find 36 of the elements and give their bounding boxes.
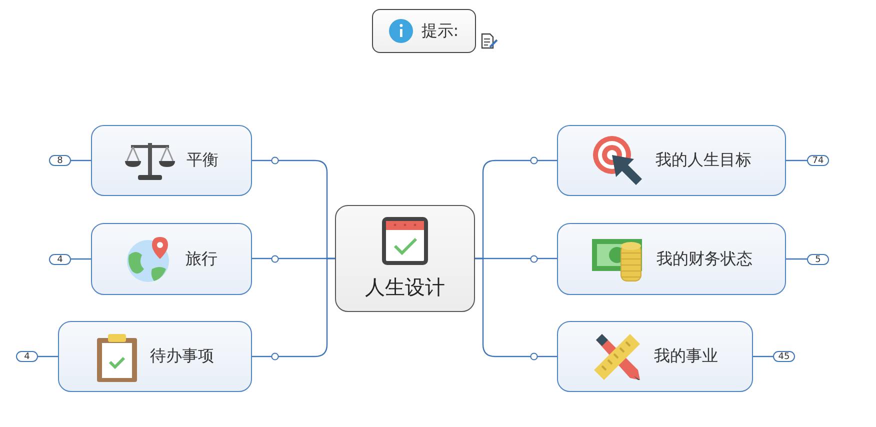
count-label: 4: [57, 254, 63, 264]
topic-label: 我的人生目标: [656, 150, 752, 171]
count-badge: [16, 351, 38, 362]
topic-box: [91, 125, 252, 196]
count-badge: [807, 155, 829, 166]
topic-label: 待办事项: [150, 346, 214, 367]
callout-label: 提示:: [421, 20, 459, 42]
count-badge: [49, 155, 71, 166]
count-badge: [773, 351, 795, 362]
topic-box: [557, 223, 786, 295]
callout-box: [372, 9, 476, 53]
topic-label: 旅行: [186, 248, 218, 270]
count-badge: [49, 254, 71, 265]
connector-line: [786, 258, 807, 260]
count-label: 74: [812, 156, 824, 166]
connector-line: [786, 160, 807, 162]
topic-box: [91, 223, 252, 295]
connector-line: [71, 258, 91, 260]
count-label: 4: [24, 352, 30, 362]
topic-box: [58, 321, 252, 392]
count-badge: [807, 254, 829, 265]
count-label: 5: [815, 254, 821, 264]
topic-box: [557, 125, 786, 196]
topic-label: 我的事业: [654, 346, 718, 367]
central-topic-box: [335, 205, 475, 312]
topic-box: [557, 321, 753, 392]
connector-line: [753, 356, 773, 358]
connector-line: [71, 160, 91, 162]
connector-line: [252, 258, 335, 358]
topic-label: 我的财务状态: [656, 248, 752, 270]
connector-line: [38, 356, 58, 358]
count-label: 8: [57, 156, 63, 166]
count-label: 45: [778, 352, 790, 362]
topic-label: 人生设计: [365, 274, 445, 301]
topic-label: 平衡: [186, 150, 218, 171]
connector-line: [475, 258, 557, 358]
